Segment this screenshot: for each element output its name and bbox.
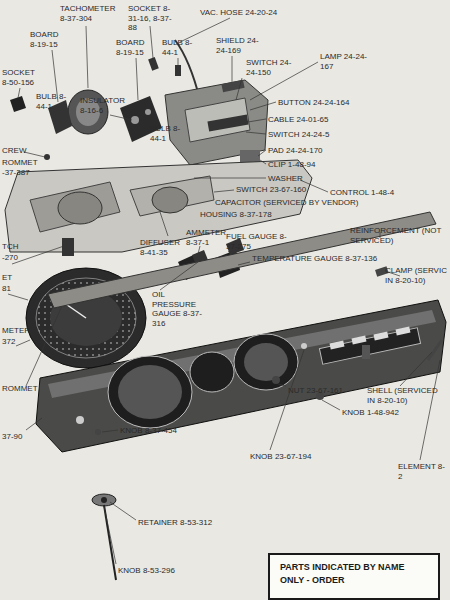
- part-label: SOCKET 8-31-16, 8-37-88: [128, 4, 176, 33]
- part-label: SWITCH 23-67-160: [236, 185, 306, 195]
- part-label: CLAMP (SERVIC IN 8-20-10): [385, 266, 447, 285]
- part-label: VAC. HOSE 24-20-24: [200, 8, 277, 18]
- note-text: PARTS INDICATED BY NAME ONLY - ORDER: [270, 555, 438, 593]
- part-label: SHIELD 24-24-169: [216, 36, 268, 55]
- part-label: DIFFUSER 8-41-35: [140, 238, 180, 257]
- part-label: BULB 8-44-1: [36, 92, 70, 111]
- part-label: ET: [2, 273, 12, 283]
- part-label: 81: [2, 284, 11, 294]
- part-label: REINFORCEMENT (NOT SERVICED): [350, 226, 442, 245]
- part-label: NUT 23-67-161: [288, 386, 343, 396]
- part-label: WASHER: [268, 174, 303, 184]
- part-label: BOARD 8-19-15: [116, 38, 152, 57]
- part-label: CAPACITOR (SERVICED BY VENDOR): [215, 198, 358, 208]
- part-label: RETAINER 8-53-312: [138, 518, 212, 528]
- part-label: TEMPERATURE GAUGE 8-37-136: [252, 254, 377, 264]
- part-label: SOCKET 8-50-156: [2, 68, 42, 87]
- part-label: CONTROL 1-48-4: [330, 188, 394, 198]
- part-label: -270: [2, 253, 18, 263]
- part-label: KNOB 23-67-194: [250, 452, 311, 462]
- part-label: OIL PRESSURE GAUGE 8-37-316: [152, 290, 204, 328]
- part-label: KNOB 1-48-942: [342, 408, 399, 418]
- part-label: KNOB 8-37-454: [120, 426, 177, 436]
- part-label: METER: [2, 326, 30, 336]
- note-box: PARTS INDICATED BY NAME ONLY - ORDER: [268, 553, 440, 600]
- part-label: BOARD 8-19-15: [30, 30, 66, 49]
- part-label: CREW: [2, 146, 26, 156]
- part-label: KNOB 8-53-296: [118, 566, 175, 576]
- part-label: TCH: [2, 242, 18, 252]
- part-label: BULB 8-44-1: [150, 124, 184, 143]
- part-label: AMMETER 8-37-1: [186, 228, 230, 247]
- part-label: BULB 8-44-1: [162, 38, 196, 57]
- part-label: ROMMET -37-387: [2, 158, 44, 177]
- part-label: HOUSING 8-37-178: [200, 210, 272, 220]
- part-label: FUEL GAUGE 8-37-275: [226, 232, 290, 251]
- part-label: CABLE 24-01-65: [268, 115, 328, 125]
- part-label: 37-90: [2, 432, 22, 442]
- part-label: TACHOMETER 8-37-304: [60, 4, 116, 23]
- part-label: PAD 24-24-170: [268, 146, 323, 156]
- part-label: LAMP 24-24-167: [320, 52, 380, 71]
- part-label: BUTTON 24-24-164: [278, 98, 349, 108]
- part-label: 372: [2, 337, 15, 347]
- part-label: SHELL (SERVICED IN 8-20-10): [367, 386, 447, 405]
- part-label: ROMMET: [2, 384, 38, 394]
- part-label: ELEMENT 8-2: [398, 462, 446, 481]
- part-label: SWITCH 24-24-150: [246, 58, 298, 77]
- part-label: SWITCH 24-24-5: [268, 130, 329, 140]
- part-label: INSULATOR 8-16-6: [80, 96, 124, 115]
- part-label: CLIP 1-48-94: [268, 160, 315, 170]
